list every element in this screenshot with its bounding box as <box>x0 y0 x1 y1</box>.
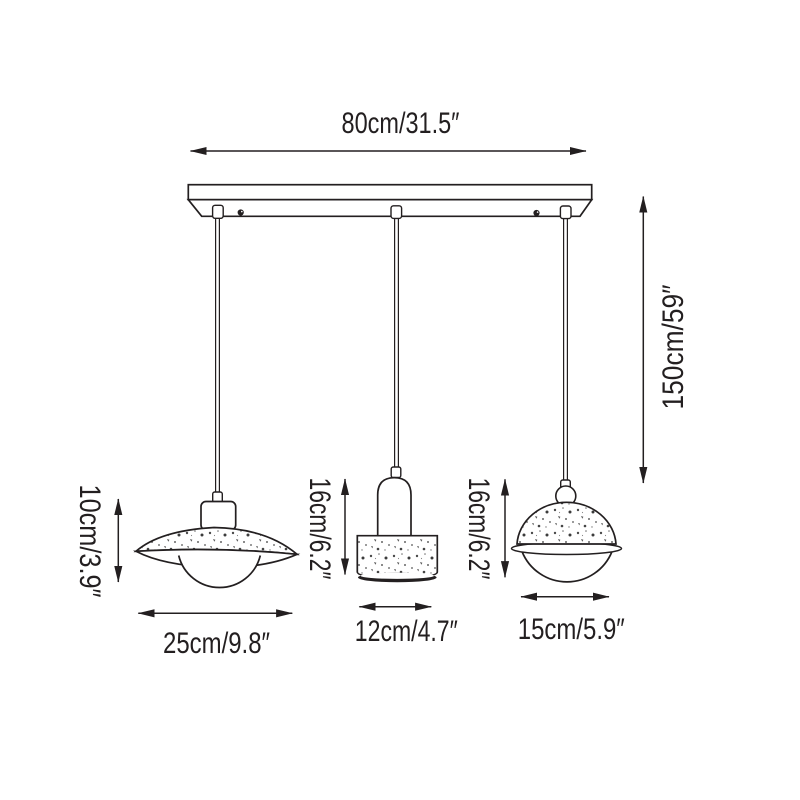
right-pendant-dome-lamp <box>510 479 623 583</box>
screw-right <box>533 209 540 217</box>
left-shade-height-label: 10cm/3.9″ <box>73 485 106 598</box>
middle-shade-height-label: 16cm/6.2″ <box>303 478 336 580</box>
left-shade-width-label: 25cm/9.8″ <box>163 627 270 660</box>
middle-pendant-cylinder-lamp <box>356 466 439 583</box>
canopy-body <box>186 198 594 218</box>
middle-bottom-rim-inner <box>360 572 435 579</box>
middle-shade-width-label: 12cm/4.7″ <box>355 615 458 648</box>
middle-cord-connector <box>390 466 402 479</box>
ceiling-canopy <box>186 183 594 220</box>
right-dome-shade <box>516 501 617 545</box>
cord-grip-left <box>211 204 224 220</box>
middle-cylinder-shade <box>356 534 439 580</box>
cord-grip-middle <box>390 205 403 220</box>
screw-left-highlight <box>241 210 243 213</box>
cord-grip-right <box>559 205 572 220</box>
cord-middle <box>394 209 400 470</box>
screw-right-highlight <box>536 211 539 213</box>
left-socket <box>200 500 237 531</box>
canopy-top-plate <box>187 183 593 201</box>
left-pendant-saucer-lamp <box>132 491 301 589</box>
middle-neck <box>376 476 412 537</box>
right-shade-width-label: 15cm/5.9″ <box>518 613 625 646</box>
bar-width-label: 80cm/31.5″ <box>342 107 460 140</box>
right-glass-globe <box>521 551 613 583</box>
screw-left <box>237 209 244 216</box>
cord-left <box>215 209 221 495</box>
hanging-height-label: 150cm/59″ <box>657 284 690 409</box>
right-shade-height-label: 16cm/6.2″ <box>462 478 495 580</box>
dimensions: 80cm/31.5″ 150cm/59″ 10cm/3.9″ 25cm/9.8″… <box>73 107 690 660</box>
left-glass-globe <box>177 555 262 589</box>
pendant-cords <box>215 209 568 495</box>
cord-right <box>562 209 568 483</box>
